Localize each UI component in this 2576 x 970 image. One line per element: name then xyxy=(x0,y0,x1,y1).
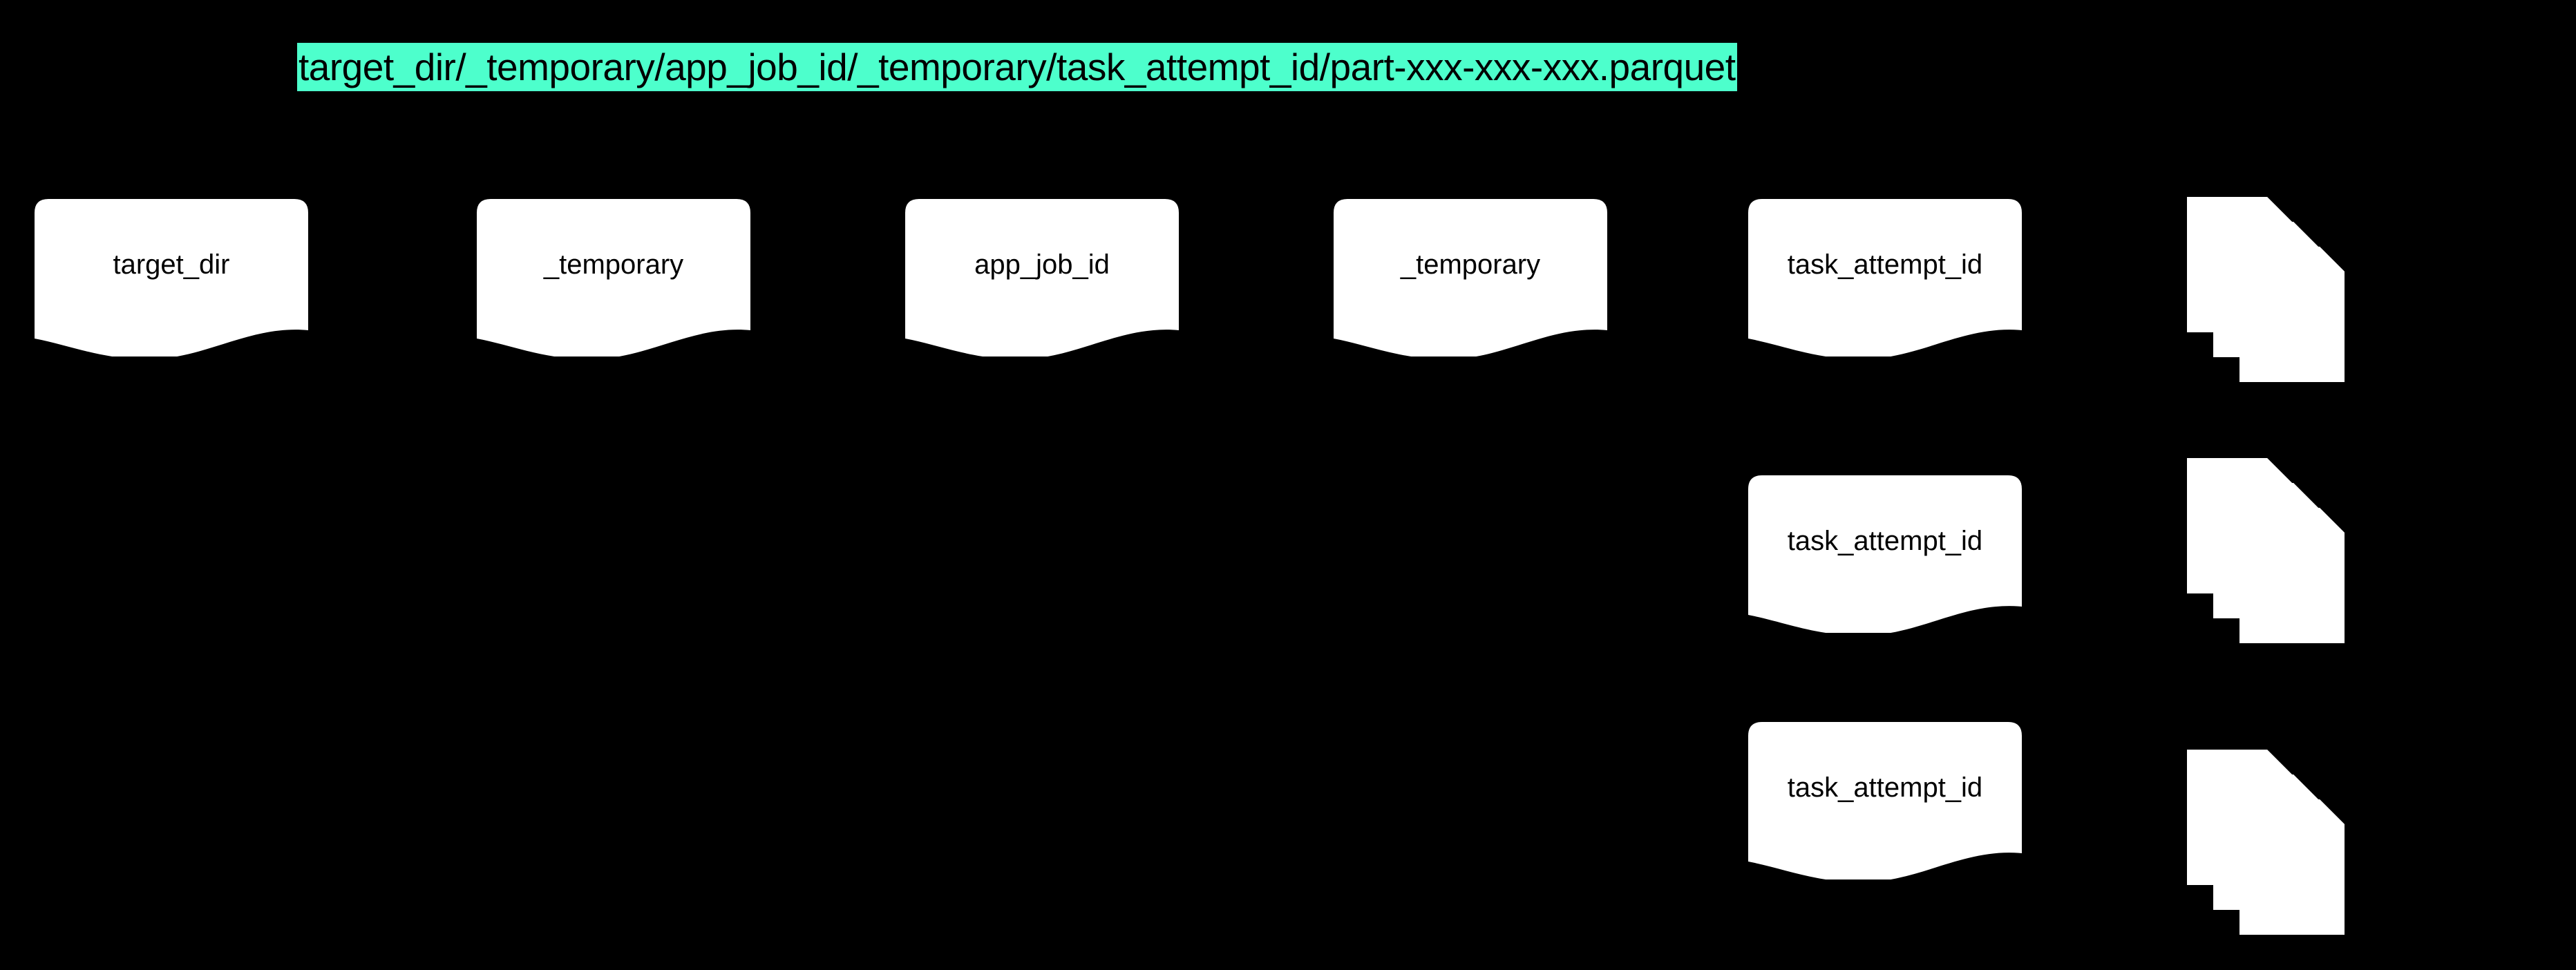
path-title: target_dir/_temporary/app_job_id/_tempor… xyxy=(297,43,1737,91)
parquet-file-stack-icon[interactable] xyxy=(2187,458,2345,643)
folder-node-task-attempt-id[interactable]: task_attempt_id xyxy=(1748,722,2022,879)
folder-node-target-dir[interactable]: target_dir xyxy=(35,199,308,356)
folder-node--temporary[interactable]: _temporary xyxy=(1334,199,1607,356)
parquet-file-stack-icon[interactable] xyxy=(2187,750,2345,935)
folder-node-task-attempt-id[interactable]: task_attempt_id xyxy=(1748,475,2022,633)
folder-node--temporary[interactable]: _temporary xyxy=(477,199,750,356)
folder-node-task-attempt-id[interactable]: task_attempt_id xyxy=(1748,199,2022,356)
parquet-file-stack-icon[interactable] xyxy=(2187,197,2345,382)
folder-node-app-job-id[interactable]: app_job_id xyxy=(905,199,1179,356)
